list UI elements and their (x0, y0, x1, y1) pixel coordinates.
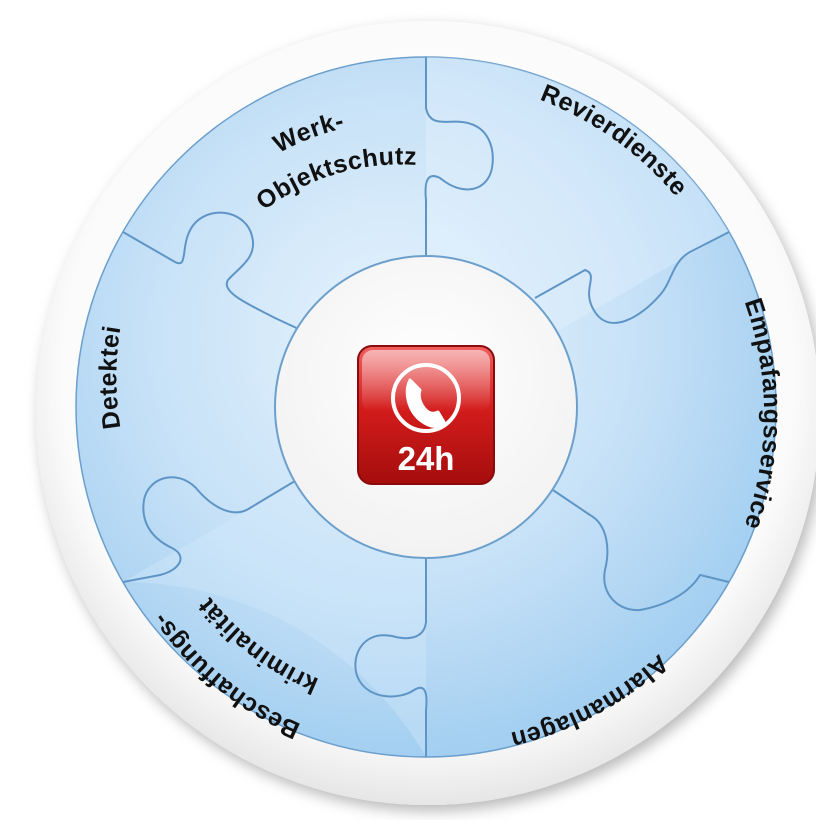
puzzle-seams (122, 57, 730, 757)
phone-icon (391, 363, 461, 433)
badge-gloss (362, 350, 490, 412)
seam-top (424, 57, 494, 285)
hotline-badge: 24h (357, 345, 495, 485)
seam-lower-right (537, 479, 730, 612)
badge-label: 24h (398, 440, 455, 477)
seam-upper-right (534, 231, 730, 324)
label-detektei: Detektei (94, 324, 126, 431)
seam-lower-left (122, 471, 311, 583)
seam-bottom (354, 528, 428, 757)
seam-upper-left (122, 211, 319, 339)
